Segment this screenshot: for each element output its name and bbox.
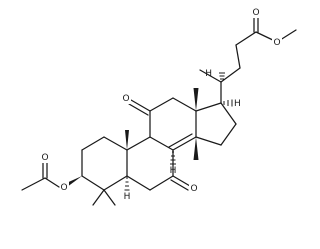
hydrogen-c5: H — [124, 192, 131, 202]
ketone-c11: O — [121, 92, 151, 116]
gem-methyl-1 — [92, 189, 105, 206]
side-chain: O O — [199, 6, 297, 104]
methyl-c13 — [193, 88, 199, 111]
ring-b — [126, 136, 174, 191]
hydrogen-c14: H — [170, 166, 177, 176]
ring-d — [195, 102, 237, 146]
ester-carbonyl-oxygen: O — [252, 8, 259, 18]
hash-h17 — [223, 99, 233, 107]
hash-h5 — [124, 177, 130, 191]
ring-c — [149, 97, 197, 151]
ester-ether-oxygen: O — [273, 38, 280, 48]
c8-c9-double-bond — [168, 133, 193, 148]
ketone-c7: O — [170, 175, 199, 194]
hash-h20 — [219, 72, 225, 80]
stereo-hydrogens: H H H H — [124, 69, 241, 202]
hash-h14 — [170, 151, 176, 165]
oxygen-c7: O — [190, 184, 197, 194]
acetate-ether-oxygen: O — [60, 183, 67, 193]
methyl-c14 — [193, 137, 199, 160]
methyl-c10 — [125, 130, 129, 150]
methyl-groups — [92, 88, 199, 206]
hydrogen-c20: H — [205, 69, 212, 79]
hydrogen-c17: H — [234, 99, 241, 109]
gem-methyl-2 — [103, 189, 116, 206]
skeletal-formula: O O H H — [21, 6, 297, 206]
oxygen-c11: O — [122, 94, 129, 104]
acetate-group: O O — [21, 151, 82, 193]
ring-a — [81, 136, 128, 191]
acetate-carbonyl-oxygen: O — [41, 153, 48, 163]
